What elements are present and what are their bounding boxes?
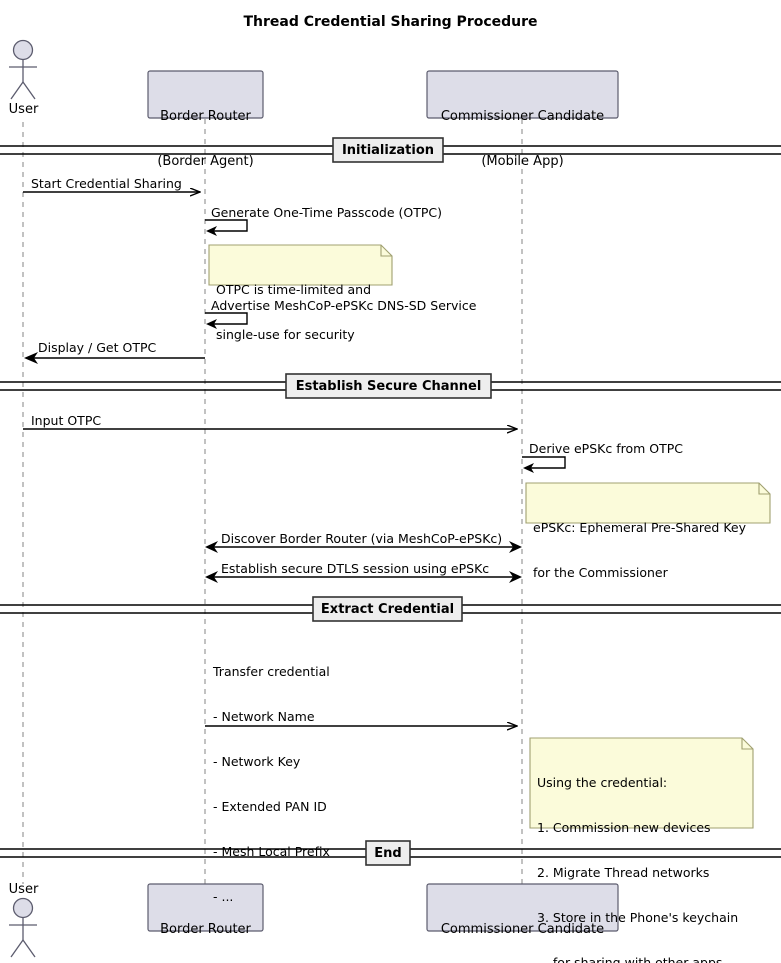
message-label-line: - Network Key (213, 754, 301, 769)
note-line: ePSKc: Ephemeral Pre-Shared Key (533, 520, 747, 535)
divider-label-extract-credential: Extract Credential (320, 602, 455, 617)
actor-leg-right (22, 939, 36, 958)
participant-label-commissioner-candidate-top: Commissioner Candidate (Mobile App) (427, 79, 618, 199)
participant-label-line1: Commissioner Candidate (440, 922, 605, 937)
divider-label-end: End (374, 846, 402, 861)
divider-label-initialization: Initialization (341, 143, 435, 158)
note-text-epskc-definition-note: ePSKc: Ephemeral Pre-Shared Key for the … (533, 490, 746, 610)
note-text-otpc-security-note: OTPC is time-limited and single-use for … (216, 252, 371, 372)
divider-initialization (0, 137, 781, 163)
participant-box-border-router-bottom[interactable] (147, 883, 264, 932)
message-label-input-otpc: Input OTPC (31, 413, 102, 428)
note-line: 1. Commission new devices (537, 820, 711, 835)
participant-box-border-router-top[interactable] (147, 70, 264, 119)
note-text-using-credential-note: Using the credential: 1. Commission new … (537, 745, 738, 963)
note-line: for sharing with other apps (537, 955, 723, 963)
note-using-credential-note (529, 737, 754, 829)
message-label-display-get-otpc: Display / Get OTPC (38, 340, 157, 355)
message-label-line: Transfer credential (213, 664, 330, 679)
message-label-transfer-credential: Transfer credential - Network Name - Net… (213, 634, 330, 934)
participant-label-line2: (Border Agent) (157, 154, 254, 169)
participant-box-commissioner-candidate-top[interactable] (426, 70, 619, 119)
note-line: 3. Store in the Phone's keychain (537, 910, 739, 925)
message-label-line: - Mesh Local Prefix (213, 844, 330, 859)
actor-label-user-bottom: User (8, 882, 39, 897)
message-label-derive-epskc: Derive ePSKc from OTPC (529, 441, 683, 456)
message-label-line: - Network Name (213, 709, 315, 724)
divider-establish-secure-channel (0, 373, 781, 399)
actor-head-icon (12, 897, 34, 919)
message-arrow-generate-otpc (205, 219, 248, 236)
actor-user-top[interactable] (9, 39, 37, 100)
actor-user-bottom[interactable] (9, 897, 37, 958)
participant-label-line1: Border Router (160, 922, 251, 937)
note-otpc-security-note (208, 244, 393, 286)
divider-extract-credential (0, 596, 781, 622)
participant-label-line2: (Mobile App) (481, 154, 564, 169)
message-label-line: - ... (213, 889, 234, 904)
note-line: single-use for security (216, 327, 355, 342)
participant-label-border-router-bottom: Border Router (Border Agent) (148, 892, 263, 963)
participant-label-line1: Border Router (160, 109, 251, 124)
actor-leg-right (22, 81, 36, 100)
actor-leg-left (10, 81, 24, 100)
message-arrow-discover-border-router (205, 541, 522, 553)
divider-label-establish-secure-channel: Establish Secure Channel (295, 379, 482, 394)
note-epskc-definition-note (525, 482, 771, 524)
message-label-line: - Extended PAN ID (213, 799, 327, 814)
page-title: Thread Credential Sharing Procedure (243, 14, 538, 30)
message-arrow-establish-dtls (205, 571, 522, 583)
participant-label-line1: Commissioner Candidate (440, 109, 605, 124)
actor-label-user-top: User (8, 102, 39, 117)
message-label-start-credential-sharing: Start Credential Sharing (31, 176, 182, 191)
participant-box-commissioner-candidate-bottom[interactable] (426, 883, 619, 932)
note-line: OTPC is time-limited and (216, 282, 372, 297)
message-label-discover-border-router: Discover Border Router (via MeshCoP-ePSK… (221, 531, 503, 546)
message-label-establish-dtls: Establish secure DTLS session using ePSK… (221, 561, 490, 576)
actor-head-icon (12, 39, 34, 61)
actor-leg-left (10, 939, 24, 958)
message-label-advertise-meshcop-epskc: Advertise MeshCoP-ePSKc DNS-SD Service (211, 298, 477, 313)
divider-end (0, 840, 781, 866)
participant-label-commissioner-candidate-bottom: Commissioner Candidate (Mobile App) (427, 892, 618, 963)
note-line: 2. Migrate Thread networks (537, 865, 710, 880)
note-line: Using the credential: (537, 775, 668, 790)
lifelines (22, 119, 523, 884)
message-arrow-advertise-meshcop-epskc (205, 312, 248, 329)
message-arrow-display-get-otpc (24, 352, 205, 364)
participant-label-border-router-top: Border Router (Border Agent) (148, 79, 263, 199)
message-arrow-derive-epskc (522, 456, 566, 473)
message-label-generate-otpc: Generate One-Time Passcode (OTPC) (211, 205, 443, 220)
note-line: for the Commissioner (533, 565, 668, 580)
